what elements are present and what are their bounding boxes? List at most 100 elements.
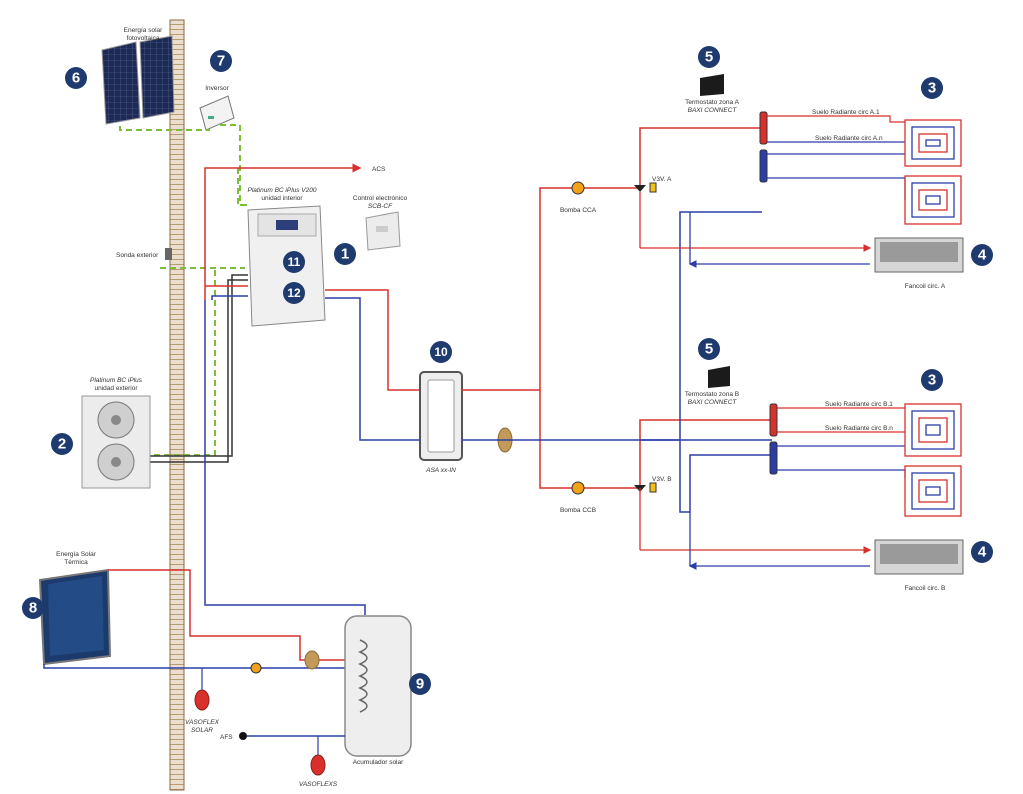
- zone-b-supply: [539, 390, 772, 489]
- floor-heating-a: [904, 119, 962, 225]
- manifold-a-return: [759, 149, 768, 183]
- indoor-to-asa-cold: [325, 297, 422, 441]
- fancoil-b-label: Fancoil circ. B: [905, 585, 946, 592]
- svg-text:7: 7: [217, 53, 225, 70]
- fancoil-a-label: Fancoil circ. A: [905, 283, 946, 290]
- vasoflex-label: VASOFLEXS: [299, 781, 338, 788]
- return-main: [462, 211, 762, 441]
- thermostat-a: [700, 74, 724, 96]
- acc-return-pipe: [204, 300, 366, 615]
- svg-text:5: 5: [705, 49, 713, 66]
- manifold-b-return: [769, 441, 778, 475]
- badge-4b: 4: [971, 541, 993, 563]
- fancoil-a: [874, 237, 964, 273]
- floor-a1-label: Suelo Radiante circ A.1: [812, 109, 880, 116]
- svg-text:3: 3: [928, 372, 936, 389]
- svg-text:10: 10: [434, 345, 448, 359]
- outdoor-sensor: [165, 248, 172, 260]
- svg-text:5: 5: [705, 341, 713, 358]
- control-label-2: SCB-CF: [368, 203, 393, 210]
- svg-text:2: 2: [58, 436, 66, 453]
- refrigerant-pipes: [150, 274, 248, 463]
- svg-text:1: 1: [341, 246, 349, 263]
- badge-7: 7: [210, 50, 232, 72]
- svg-text:4: 4: [978, 247, 987, 264]
- solar-pump: [250, 662, 262, 674]
- solar-valve: [304, 650, 320, 670]
- outdoor-unit-label-2: unidad exterior: [95, 385, 139, 392]
- badge-11: 11: [283, 251, 305, 273]
- badge-3a: 3: [921, 77, 943, 99]
- vasoflex-solar-label-2: SOLAR: [191, 727, 213, 734]
- badge-3b: 3: [921, 369, 943, 391]
- svg-text:9: 9: [416, 676, 424, 693]
- pump-ccb: [571, 481, 585, 495]
- svg-text:3: 3: [928, 80, 936, 97]
- v3v-b-label: V3V. B: [652, 476, 672, 483]
- floor-b1-label: Suelo Radiante circ B.1: [825, 401, 893, 408]
- pump-cca: [571, 181, 585, 195]
- pv-panels: [101, 35, 175, 125]
- valve-v3v-a: [634, 185, 646, 192]
- fancoil-b: [874, 539, 964, 575]
- afs-inlet: [239, 732, 247, 740]
- badge-2: 2: [51, 433, 73, 455]
- manifold-a-supply: [759, 111, 768, 145]
- pump-ccb-label: Bomba CCB: [560, 507, 596, 514]
- solar-thermal-collector: [38, 568, 112, 666]
- badge-5a: 5: [698, 46, 720, 68]
- svg-text:6: 6: [72, 70, 80, 87]
- pv-label-2: fotovoltaica: [127, 35, 160, 42]
- outdoor-unit: [81, 395, 151, 489]
- zone-a-supply: [462, 127, 762, 391]
- vasoflex-solar: [194, 689, 210, 711]
- solar-thermal-label-2: Térmica: [64, 559, 88, 566]
- indoor-to-asa-hot: [325, 289, 422, 391]
- badge-10: 10: [430, 341, 452, 363]
- vasoflex: [310, 754, 326, 776]
- pump-cca-label: Bomba CCA: [560, 207, 597, 214]
- solar-hot-pipe: [108, 569, 345, 661]
- svg-text:12: 12: [287, 286, 301, 300]
- thermostat-b-label-1: Termostato zona B: [685, 391, 739, 398]
- solar-cold-pipe: [43, 664, 345, 669]
- outdoor-sensor-label: Sonda exterior: [116, 252, 159, 259]
- svg-text:11: 11: [288, 255, 301, 269]
- building-wall: [169, 19, 185, 791]
- asa-label: ASA xx-IN: [425, 467, 456, 474]
- badge-9: 9: [409, 673, 431, 695]
- acs-pipe: [204, 163, 362, 300]
- svg-text:8: 8: [29, 600, 37, 617]
- indoor-unit-label-2: unidad interior: [261, 195, 303, 202]
- inverter-device: [199, 95, 235, 131]
- v3v-a-label: V3V. A: [652, 176, 672, 183]
- badge-4a: 4: [971, 244, 993, 266]
- thermostat-b-label-2: BAXI CONNECT: [688, 399, 738, 406]
- control-device: [365, 211, 401, 251]
- floor-bn-label: Suelo Radiante circ B.n: [825, 425, 893, 432]
- solar-accumulator: [344, 615, 412, 757]
- solar-thermal-label-1: Energía Solar: [56, 551, 97, 558]
- svg-text:4: 4: [978, 544, 987, 561]
- badge-12: 12: [283, 282, 305, 304]
- outdoor-unit-label-1: Platinum BC iPlus: [90, 377, 143, 384]
- badge-1: 1: [334, 243, 356, 265]
- pv-label-1: Energía solar: [124, 27, 163, 34]
- badge-6: 6: [65, 67, 87, 89]
- thermostat-b: [708, 366, 730, 388]
- thermostat-a-label-2: BAXI CONNECT: [688, 107, 738, 114]
- control-label-1: Control electrónico: [353, 195, 408, 202]
- accumulator-label: Acumulador solar: [353, 759, 404, 766]
- badge-5b: 5: [698, 338, 720, 360]
- thermostat-a-label-1: Termostato zona A: [685, 99, 739, 106]
- inverter-label: Inversor: [205, 85, 229, 92]
- manifold-b-supply: [769, 403, 778, 437]
- acs-label: ACS: [372, 166, 386, 173]
- afs-label: AFS: [220, 734, 233, 741]
- electric-lines: [119, 124, 250, 456]
- badge-8: 8: [22, 597, 44, 619]
- floor-an-label: Suelo Radiante circ A.n: [815, 135, 883, 142]
- floor-heating-b: [904, 403, 962, 517]
- vasoflex-solar-label-1: VASOFLEX: [185, 719, 220, 726]
